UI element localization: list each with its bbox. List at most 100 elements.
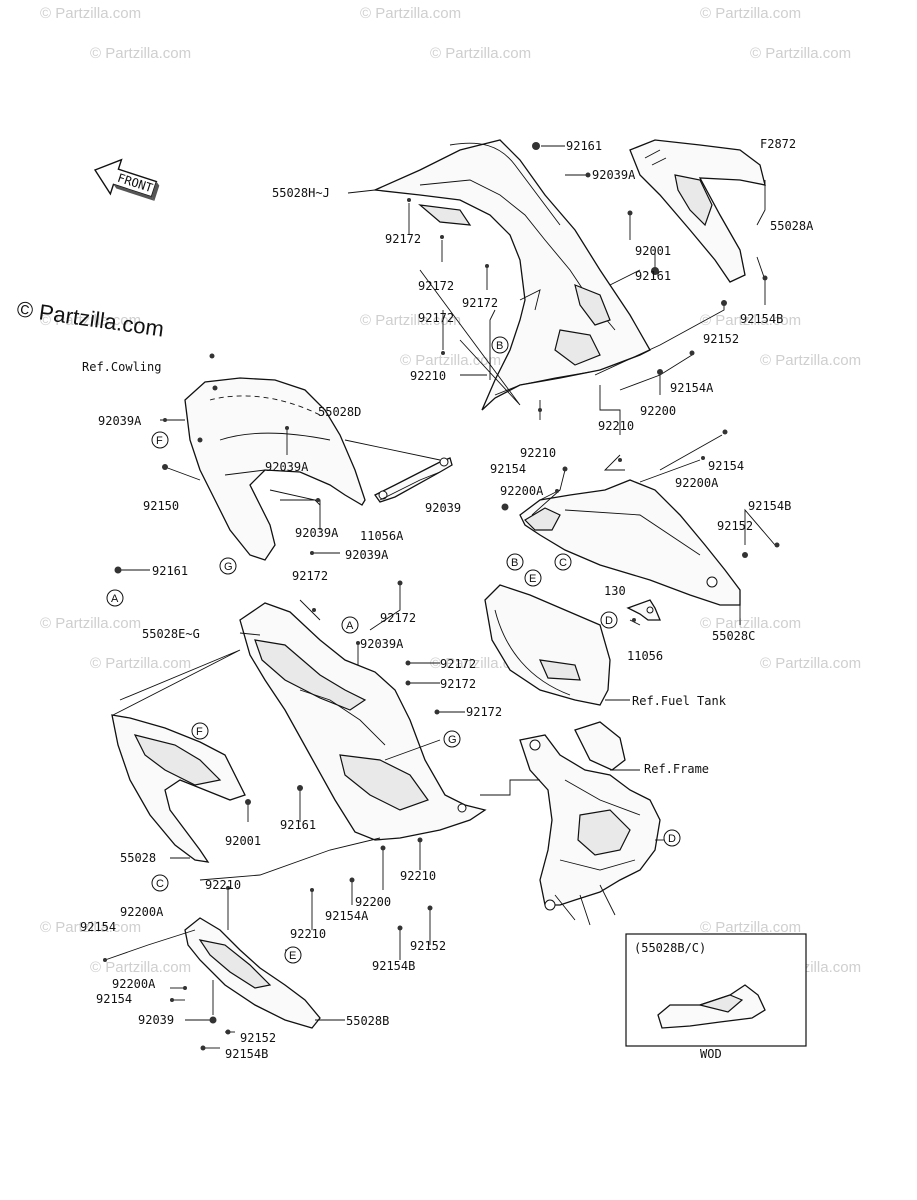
callout-F-left: F (151, 431, 169, 449)
watermark-text: © Partzilla.com (700, 5, 801, 22)
label-55028B: 55028B (346, 1014, 389, 1028)
label-92200-top: 92200 (640, 404, 676, 418)
inset-header: (55028B/C) (634, 941, 706, 955)
watermark-text: © Partzilla.com (760, 655, 861, 672)
label-92039A-top: 92039A (592, 168, 636, 182)
leader-lines (104, 145, 776, 1049)
label-92200A: 92200A (675, 476, 719, 490)
label-92152-top: 92152 (703, 332, 739, 346)
label-11056: 11056 (627, 649, 663, 663)
watermark-text: © Partzilla.com (760, 352, 861, 369)
side-fairing-55028EG (239, 602, 487, 841)
watermark-text: © Partzilla.com (90, 959, 191, 976)
watermark-text: © Partzilla.com (430, 45, 531, 62)
callout-B-mid: B (506, 553, 524, 571)
label-92001-low: 92001 (225, 834, 261, 848)
label-92210: 92210 (205, 878, 241, 892)
label-92172: 92172 (292, 569, 328, 583)
label-92152-mid: 92152 (717, 519, 753, 533)
label-92200-low: 92200 (355, 895, 391, 909)
label-92154A-low: 92154A (325, 909, 369, 923)
label-92210: 92210 (290, 927, 326, 941)
label-92154B-low: 92154B (372, 959, 415, 973)
large-watermark: © Partzilla.com (15, 296, 165, 341)
svg-text:G: G (448, 734, 457, 746)
label-92154B-low2: 92154B (225, 1047, 268, 1061)
svg-text:E: E (289, 950, 296, 962)
svg-text:F: F (156, 435, 163, 447)
label-ref-fuel-tank: Ref.Fuel Tank (632, 694, 727, 708)
label-92172: 92172 (418, 279, 454, 293)
svg-text:F: F (196, 726, 203, 738)
label-11056A: 11056A (360, 529, 404, 543)
label-92200A: 92200A (120, 905, 164, 919)
svg-text:B: B (496, 340, 503, 352)
label-92210: 92210 (520, 446, 556, 460)
svg-text:A: A (346, 620, 354, 632)
watermark-text: © Partzilla.com (400, 352, 501, 369)
label-92172: 92172 (462, 296, 498, 310)
label-92172: 92172 (380, 611, 416, 625)
label-ref-frame: Ref.Frame (644, 762, 709, 776)
label-92039A: 92039A (345, 548, 389, 562)
label-92001-top: 92001 (635, 244, 671, 258)
watermark-text: © Partzilla.com (700, 919, 801, 936)
label-92154: 92154 (80, 920, 116, 934)
label-92172: 92172 (440, 677, 476, 691)
svg-text:B: B (511, 557, 518, 569)
front-arrow: FRONT (93, 158, 160, 201)
label-92154A-top: 92154A (670, 381, 714, 395)
panel-55028 (111, 714, 246, 863)
label-92200A: 92200A (112, 977, 156, 991)
label-92154B-mid: 92154B (748, 499, 791, 513)
bracket-11056 (626, 599, 661, 621)
label-55028D: 55028D (318, 405, 361, 419)
watermark-text: © Partzilla.com (40, 919, 141, 936)
upper-cowling-55028HJ (372, 139, 651, 411)
watermark-text: © Partzilla.com (360, 312, 461, 329)
fuel-tank-ref (484, 584, 611, 706)
label-92039: 92039 (425, 501, 461, 515)
label-92150: 92150 (143, 499, 179, 513)
label-92161-low: 92161 (280, 818, 316, 832)
svg-text:G: G (224, 561, 233, 573)
part-labels: 55028H~J 92161 92039A 92172 92172 92172 … (80, 139, 814, 1061)
svg-text:C: C (559, 557, 567, 569)
inner-cowling-55028D (184, 377, 366, 561)
svg-text:D: D (668, 833, 676, 845)
callout-A-mid: A (341, 616, 359, 634)
callout-E-low: E (284, 946, 302, 964)
under-cowl-55028B (184, 917, 321, 1029)
svg-text:E: E (529, 573, 536, 585)
label-92154: 92154 (490, 462, 526, 476)
label-ref-cowling: Ref.Cowling (82, 360, 161, 374)
label-92161-top: 92161 (566, 139, 602, 153)
callout-F-low: F (191, 722, 209, 740)
label-92039A: 92039A (265, 460, 309, 474)
callout-G-left: G (219, 557, 237, 575)
label-130: 130 (604, 584, 626, 598)
label-55028: 55028 (120, 851, 156, 865)
label-92154B-top: 92154B (740, 312, 783, 326)
diagram-code: F2872 (760, 137, 796, 151)
callout-C-low: C (151, 874, 169, 892)
label-92210: 92210 (400, 869, 436, 883)
watermark-text: © Partzilla.com (700, 312, 801, 329)
label-92152-low: 92152 (410, 939, 446, 953)
label-92154: 92154 (708, 459, 744, 473)
svg-text:A: A (111, 593, 119, 605)
label-92172: 92172 (440, 657, 476, 671)
svg-text:D: D (605, 615, 613, 627)
watermarks: © Partzilla.com © Partzilla.com © Partzi… (40, 5, 861, 976)
panel-55028A (629, 139, 766, 283)
callout-A-left: A (106, 589, 124, 607)
callout-D-frame: D (663, 829, 681, 847)
callout-G-low: G (443, 730, 461, 748)
label-92152-low2: 92152 (240, 1031, 276, 1045)
watermark-text: © Partzilla.com (90, 45, 191, 62)
label-92154: 92154 (96, 992, 132, 1006)
side-panel-55028C (519, 479, 741, 606)
callout-D-mid: D (600, 611, 618, 629)
label-92200A: 92200A (500, 484, 544, 498)
label-92039A: 92039A (98, 414, 142, 428)
